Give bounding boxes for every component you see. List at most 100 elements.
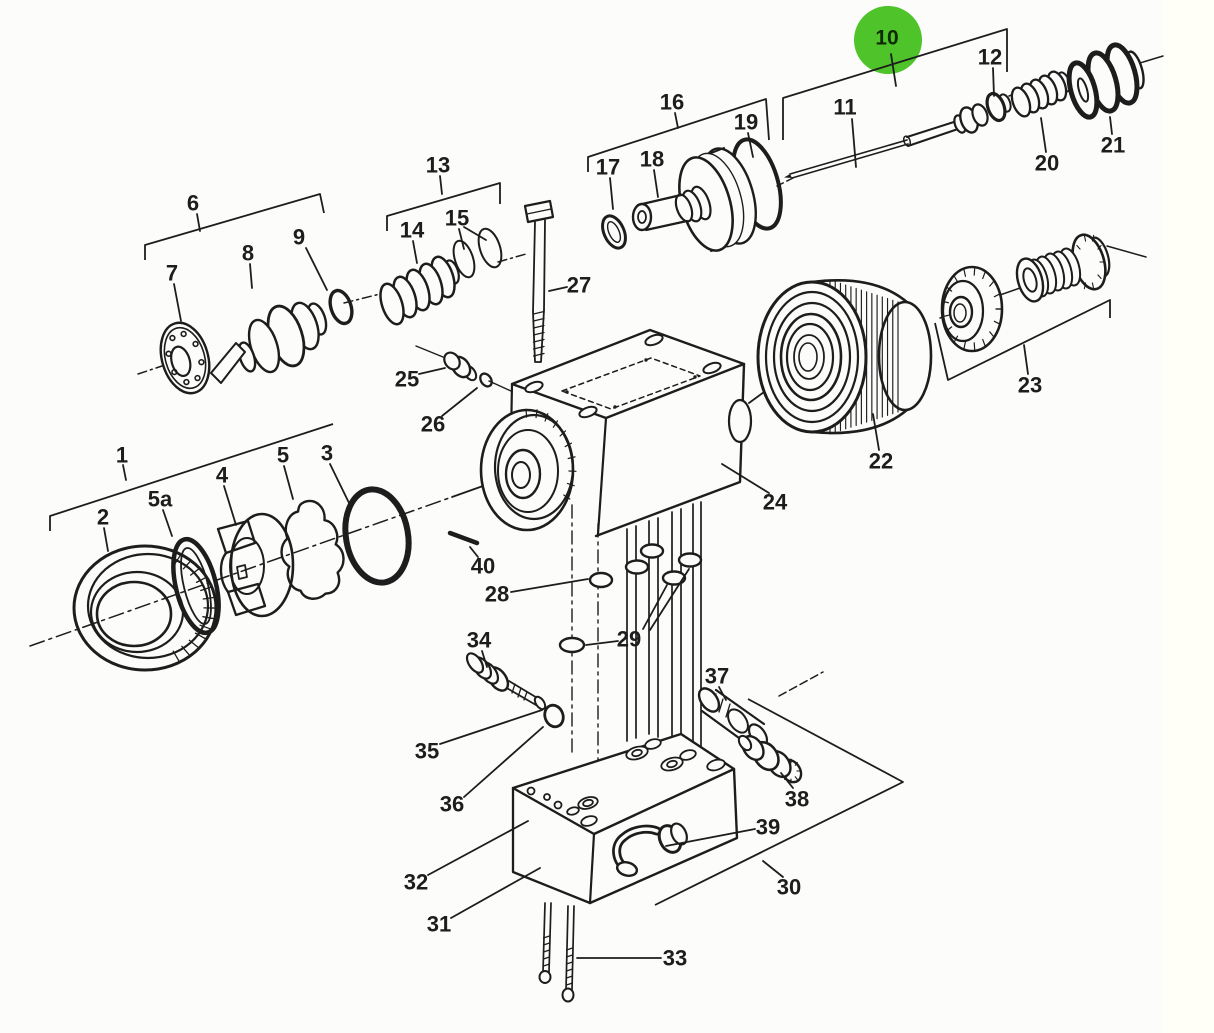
scan-edge-strip <box>1162 0 1214 1033</box>
part-label-1: 1 <box>116 443 128 468</box>
part-label-28: 28 <box>485 582 509 607</box>
part-label-27: 27 <box>567 273 591 298</box>
leader-line-part-29 <box>585 640 619 646</box>
part-label-19: 19 <box>734 110 758 135</box>
part-40-pin <box>447 530 480 546</box>
part-label-13: 13 <box>426 153 450 178</box>
part-27-screw <box>523 199 555 363</box>
leader-line-part-23 <box>1023 344 1029 375</box>
part-39-elbow-fitting <box>612 822 688 877</box>
group-23-bracket <box>934 299 1111 381</box>
leader-line-part-35 <box>439 709 543 745</box>
leader-line-part-26 <box>441 387 478 417</box>
leader-line-part-13 <box>439 175 443 195</box>
part-label-38: 38 <box>785 787 809 812</box>
part-9-o-ring <box>328 288 354 326</box>
leader-line-part-37 <box>718 686 727 701</box>
part-15-rings <box>452 227 503 279</box>
part-11-needle <box>784 103 989 179</box>
part-18-nozzle <box>631 185 712 232</box>
part-14-spring <box>379 255 460 326</box>
group-10-11-bracket <box>782 28 1008 140</box>
group-16-bracket <box>587 98 770 172</box>
leader-line-part-28 <box>510 578 589 593</box>
leader-line-part-25 <box>418 367 446 375</box>
part-36-seal-ring <box>543 703 565 729</box>
part-22-knurled-nut <box>756 279 933 435</box>
leader-line-part-22 <box>872 413 880 451</box>
part-16-nozzle-flange <box>678 147 757 252</box>
part-label-20: 20 <box>1035 151 1059 176</box>
leader-line-part-9 <box>305 247 328 291</box>
leader-line-part-27 <box>548 286 568 292</box>
part-28-o-ring <box>588 571 614 589</box>
leader-line-part-29 <box>642 584 668 630</box>
part-label-5a: 5a <box>148 487 173 512</box>
part-label-26: 26 <box>421 412 445 437</box>
part-26-washer <box>479 372 493 388</box>
part-label-18: 18 <box>640 147 664 172</box>
part-label-12: 12 <box>978 45 1002 70</box>
part-label-34: 34 <box>467 628 492 653</box>
part-3-o-ring <box>342 486 412 586</box>
part-5-gasket <box>280 499 345 600</box>
leader-line-part-12 <box>992 67 995 97</box>
part-label-25: 25 <box>395 367 419 392</box>
bracket-layer <box>49 28 1111 906</box>
leader-line-part-7 <box>173 283 182 322</box>
part-label-31: 31 <box>427 912 451 937</box>
part-label-36: 36 <box>440 792 464 817</box>
part-8-valve-assembly <box>210 301 328 384</box>
part-label-37: 37 <box>705 664 729 689</box>
highlight-circle[interactable] <box>854 6 922 74</box>
part-20-spring <box>1010 70 1071 118</box>
part-21-packing-set <box>1066 42 1145 120</box>
leader-line-part-1 <box>122 464 127 481</box>
leader-line-part-6 <box>196 213 201 232</box>
part-30-manifold-block <box>511 732 739 905</box>
part-label-5: 5 <box>277 443 289 468</box>
leader-line-part-18 <box>653 169 659 198</box>
part-38-connector-fitting <box>737 734 803 784</box>
part-label-35: 35 <box>415 739 439 764</box>
leader-line-part-40 <box>469 546 479 558</box>
part-label-21: 21 <box>1101 133 1125 158</box>
part-label-10[interactable]: 10 <box>875 27 898 50</box>
leader-line-part-36 <box>463 726 544 798</box>
highlighted-part-marker[interactable] <box>854 6 922 74</box>
leader-line-part-4 <box>223 485 237 526</box>
highlight-layer <box>854 6 922 74</box>
part-label-29: 29 <box>617 627 641 652</box>
part-24-gun-body <box>479 328 753 538</box>
part-label-30: 30 <box>777 875 801 900</box>
part-label-16: 16 <box>660 90 684 115</box>
part-17-seal-ring <box>601 214 627 250</box>
part-label-39: 39 <box>756 815 780 840</box>
leader-line-part-31 <box>450 867 541 919</box>
leader-line-part-21 <box>1109 116 1113 135</box>
leader-line-part-32 <box>427 820 529 876</box>
part-label-14: 14 <box>400 218 425 243</box>
leader-line-part-10 <box>890 53 897 87</box>
part-label-4: 4 <box>216 463 229 488</box>
part-label-32: 32 <box>404 870 428 895</box>
part-label-24: 24 <box>763 490 788 515</box>
part-29-o-rings <box>558 543 703 654</box>
part-label-3: 3 <box>321 441 333 466</box>
part-label-7: 7 <box>166 261 178 286</box>
knurl-texture <box>172 553 217 662</box>
leader-line-part-3 <box>329 463 352 508</box>
part-label-6: 6 <box>187 191 199 216</box>
leader-line-part-15 <box>458 228 465 250</box>
leader-line-part-16 <box>674 112 679 129</box>
group-6-bracket <box>144 193 325 260</box>
part-23-knurled-washer <box>940 265 1004 353</box>
leader-line-part-15 <box>463 226 487 241</box>
leader-line-part-39 <box>665 828 756 847</box>
leader-line-part-5 <box>283 465 294 500</box>
part-5a-o-ring <box>171 536 221 636</box>
group-13-bracket <box>386 182 501 231</box>
part-12-needle-nut <box>985 91 1012 123</box>
